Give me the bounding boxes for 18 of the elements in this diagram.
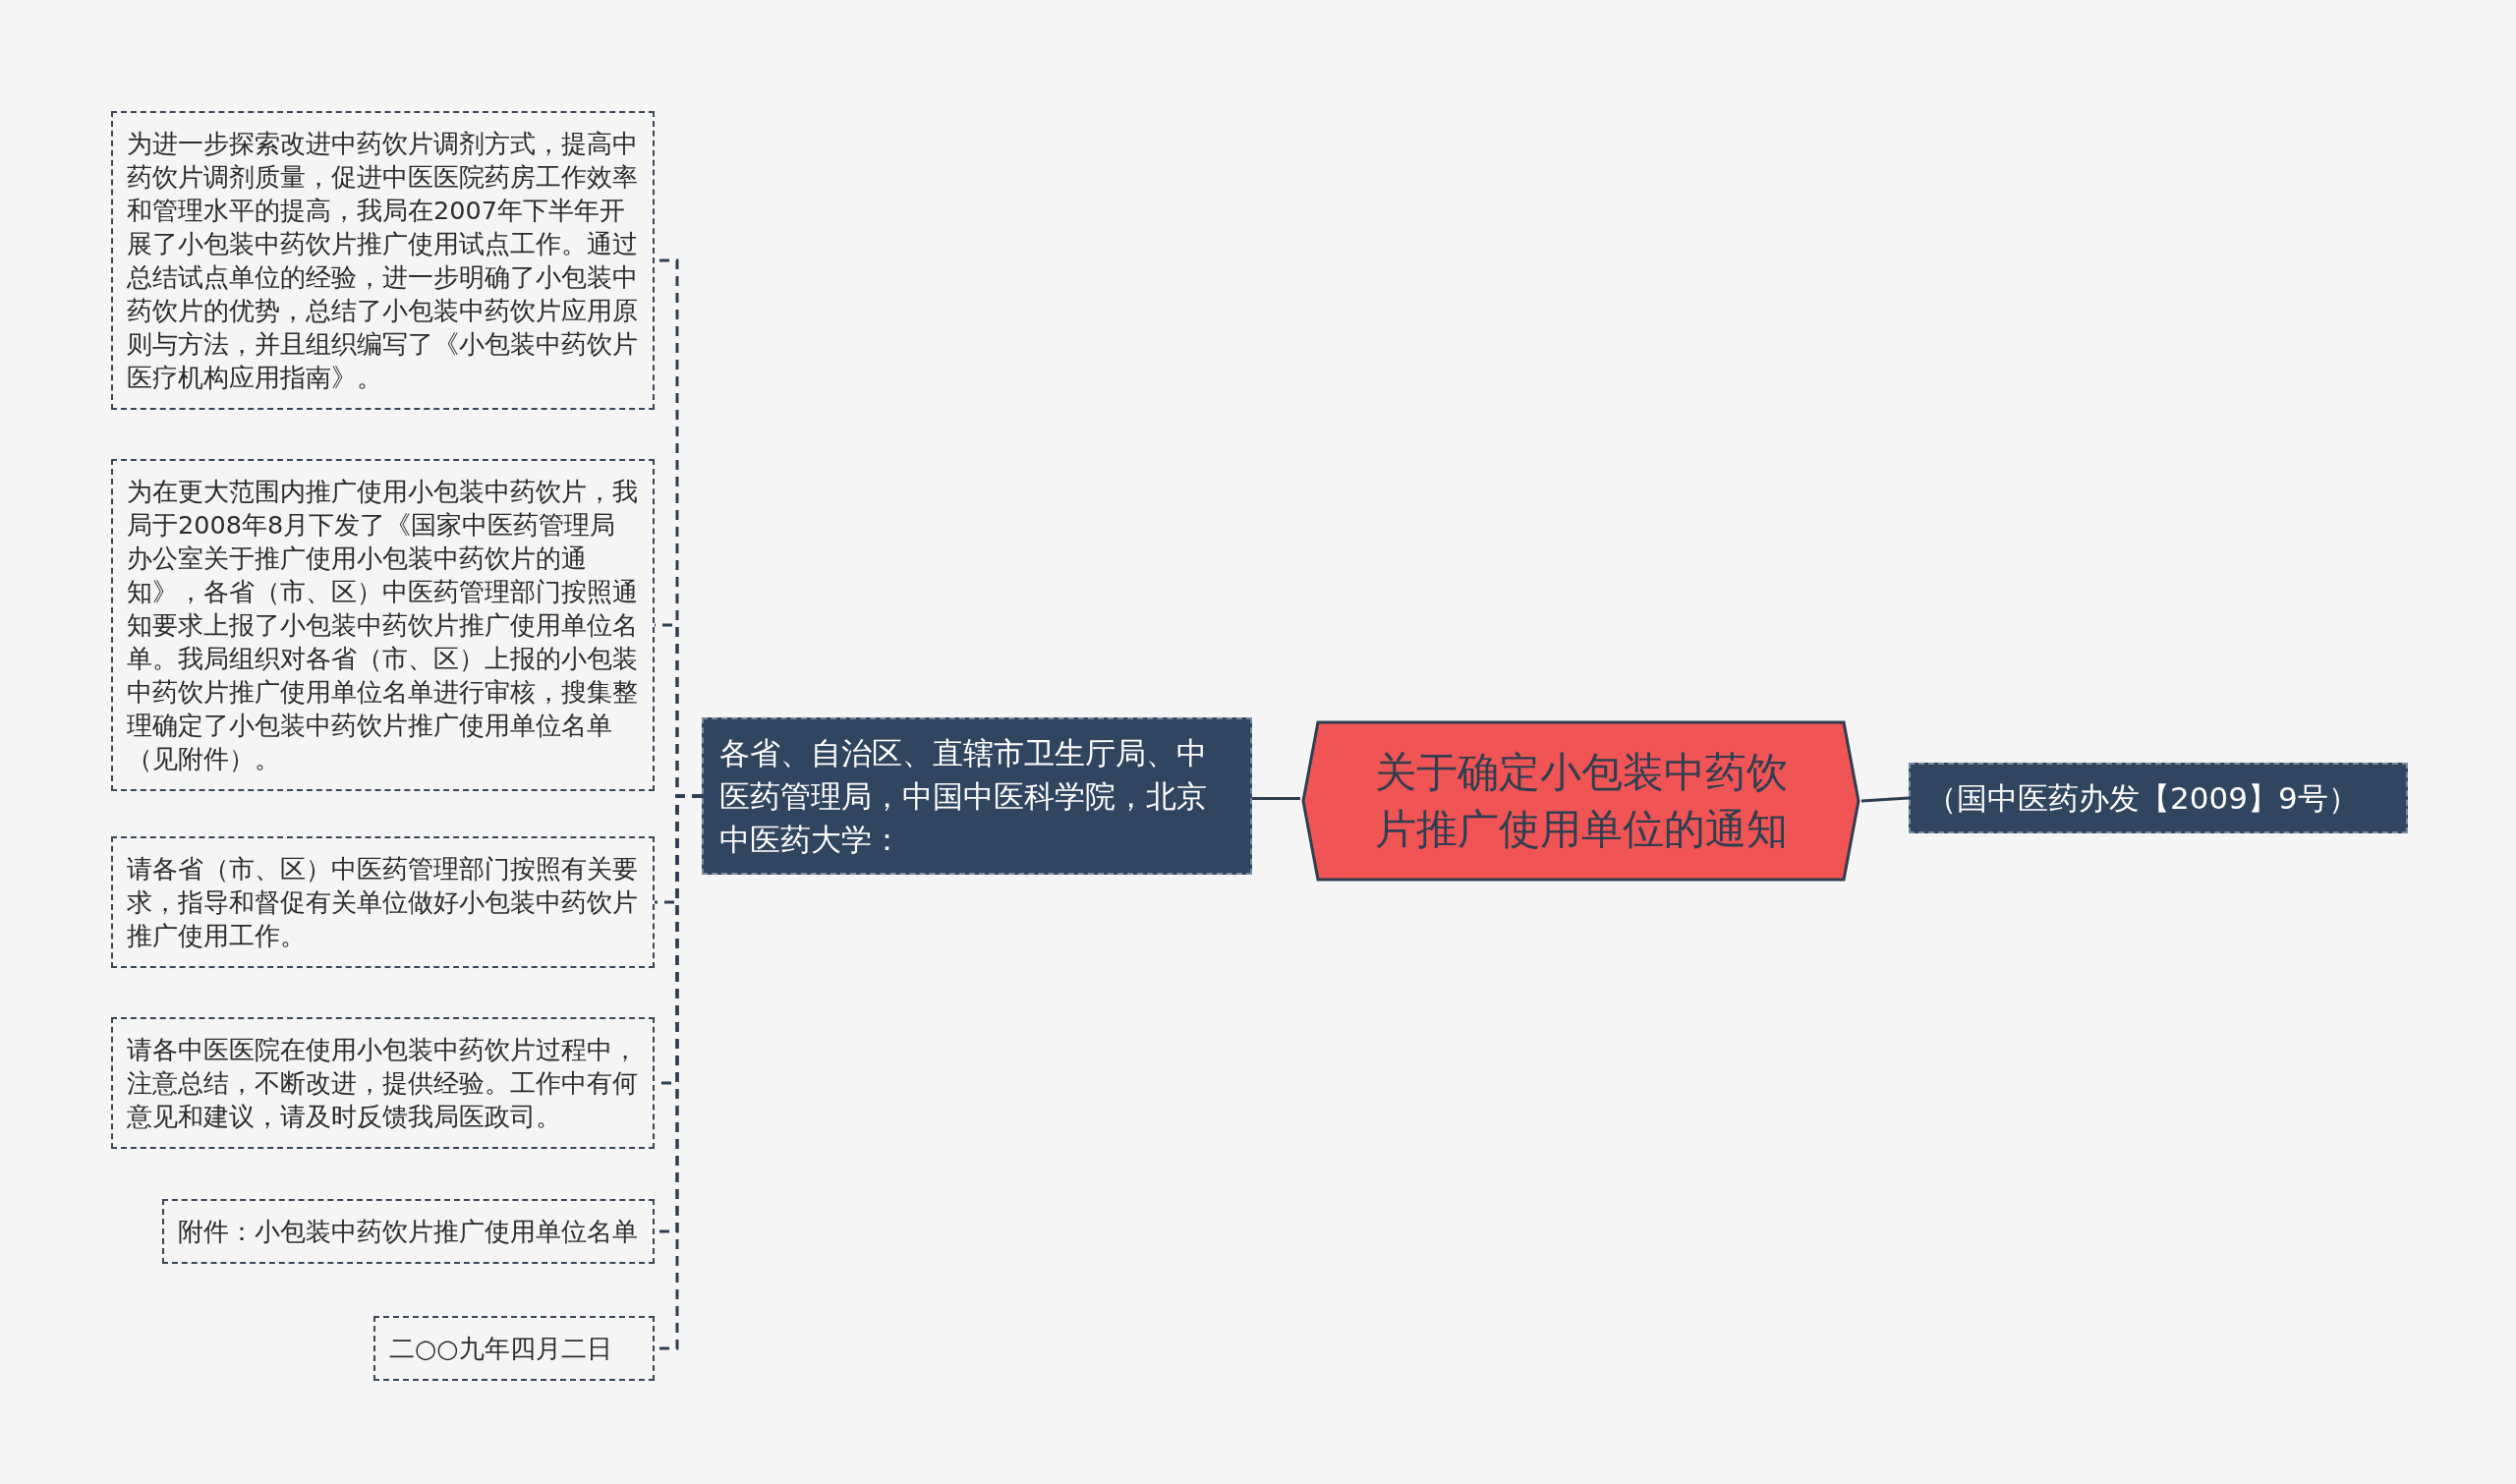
node-text: 二○○九年四月二日	[389, 1333, 612, 1365]
topic-box	[702, 717, 1252, 875]
text-box	[162, 1199, 655, 1264]
node-text: 为在更大范围内推广使用小包装中药饮片，我局于2008年8月下发了《国家中医药管理局办公室关于推广使用小包装中药饮片的通知》，各省（市、区）中医药管理部门按照通知要求上报了小包装中药饮片推广使用单位名单。我局组织对各省（市、区）上报的小包装中药饮片推广使用单位名单进行审核，搜集整理确定了小包装中药饮片推广使用单位名单（见附件）。	[127, 476, 639, 775]
node-text: 请各省（市、区）中医药管理部门按照有关要求，指导和督促有关单位做好小包装中药饮片推广使用工作。	[127, 853, 639, 952]
node-text: 为进一步探索改进中药饮片调剂方式，提高中药饮片调剂质量，促进中医医院药房工作效率和管理水平的提高，我局在2007年下半年开展了小包装中药饮片推广使用试点工作。通过总结试点单位的经验，进一步明确了小包装中药饮片的优势，总结了小包装中药饮片应用原则与方法，并且组织编写了《小包装中药饮片医疗机构应用指南》。	[127, 128, 639, 394]
connector-line	[1252, 797, 1300, 800]
node-text: 附件：小包装中药饮片推广使用单位名单	[178, 1216, 638, 1248]
node-text: 各省、自治区、直辖市卫生厅局、中医药管理局，中国中医科学院，北京中医药大学：	[719, 734, 1208, 859]
connector-line	[1860, 796, 1910, 803]
text-box	[111, 836, 655, 968]
text-box	[373, 1316, 655, 1381]
node-text: 请各中医医院在使用小包装中药饮片过程中，注意总结，不断改进，提供经验。工作中有何意见和建议，请及时反馈我局医政司。	[127, 1034, 639, 1133]
node-text: 关于确定小包装中药饮片推广使用单位的通知	[1373, 747, 1789, 855]
topic-box	[1909, 763, 2408, 833]
node-text: （国中医药办发【2009】9号）	[1926, 779, 2359, 818]
text-box	[111, 1017, 655, 1149]
text-box	[111, 111, 655, 410]
